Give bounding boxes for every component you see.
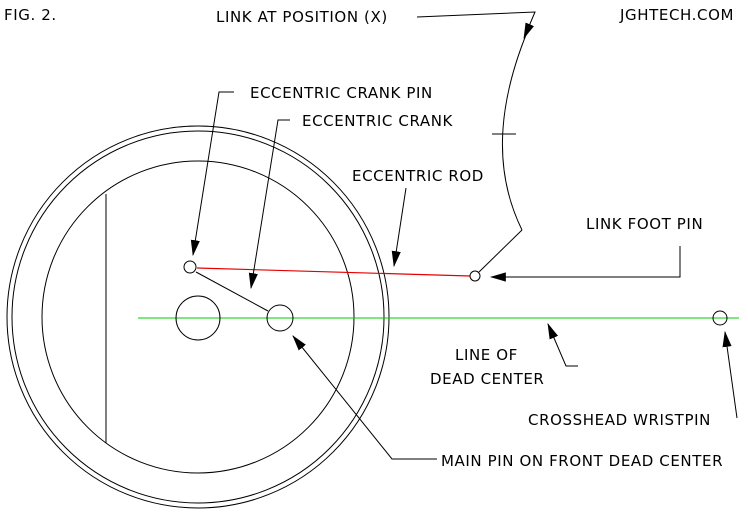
label-main-pin: MAIN PIN ON FRONT DEAD CENTER (441, 452, 723, 470)
eccentric-rod-line (196, 267, 471, 277)
main-pin-circle (266, 304, 294, 332)
eccentric-crank-pin (183, 260, 197, 274)
label-crosshead-wristpin: CROSSHEAD WRISTPIN (528, 411, 711, 429)
wheel-outer-rim (6, 125, 390, 509)
axle-circle (175, 295, 221, 341)
leader-link-position (416, 11, 536, 40)
leader-line-of-dead-center (547, 322, 578, 367)
label-eccentric-rod: ECCENTRIC ROD (352, 167, 484, 185)
link-foot-pin (469, 270, 481, 282)
label-eccentric-crank-pin: ECCENTRIC CRANK PIN (250, 84, 433, 102)
leader-link-foot-pin (489, 246, 681, 282)
label-eccentric-crank: ECCENTRIC CRANK (302, 112, 454, 130)
site-credit: JGHTECH.COM (619, 6, 734, 24)
wheel-rim-inner (11, 130, 385, 504)
label-link-at-position: LINK AT POSITION (X) (216, 8, 388, 26)
link-foot-connector (478, 229, 523, 273)
eccentric-crank-arm (195, 271, 269, 312)
leader-eccentric-crank-pin (190, 91, 234, 257)
label-link-foot-pin: LINK FOOT PIN (586, 215, 703, 233)
label-dead-center: DEAD CENTER (430, 370, 544, 388)
leader-eccentric-rod (391, 187, 407, 268)
leader-crosshead-wristpin (722, 330, 738, 419)
leader-main-pin (292, 335, 437, 460)
figure-label: FIG. 2. (4, 6, 57, 24)
expansion-link-curve (501, 29, 529, 231)
leader-eccentric-crank (248, 119, 290, 290)
label-line-of: LINE OF (455, 346, 518, 364)
crosshead-wristpin (712, 310, 728, 326)
wheel-hub-circle (41, 160, 355, 474)
